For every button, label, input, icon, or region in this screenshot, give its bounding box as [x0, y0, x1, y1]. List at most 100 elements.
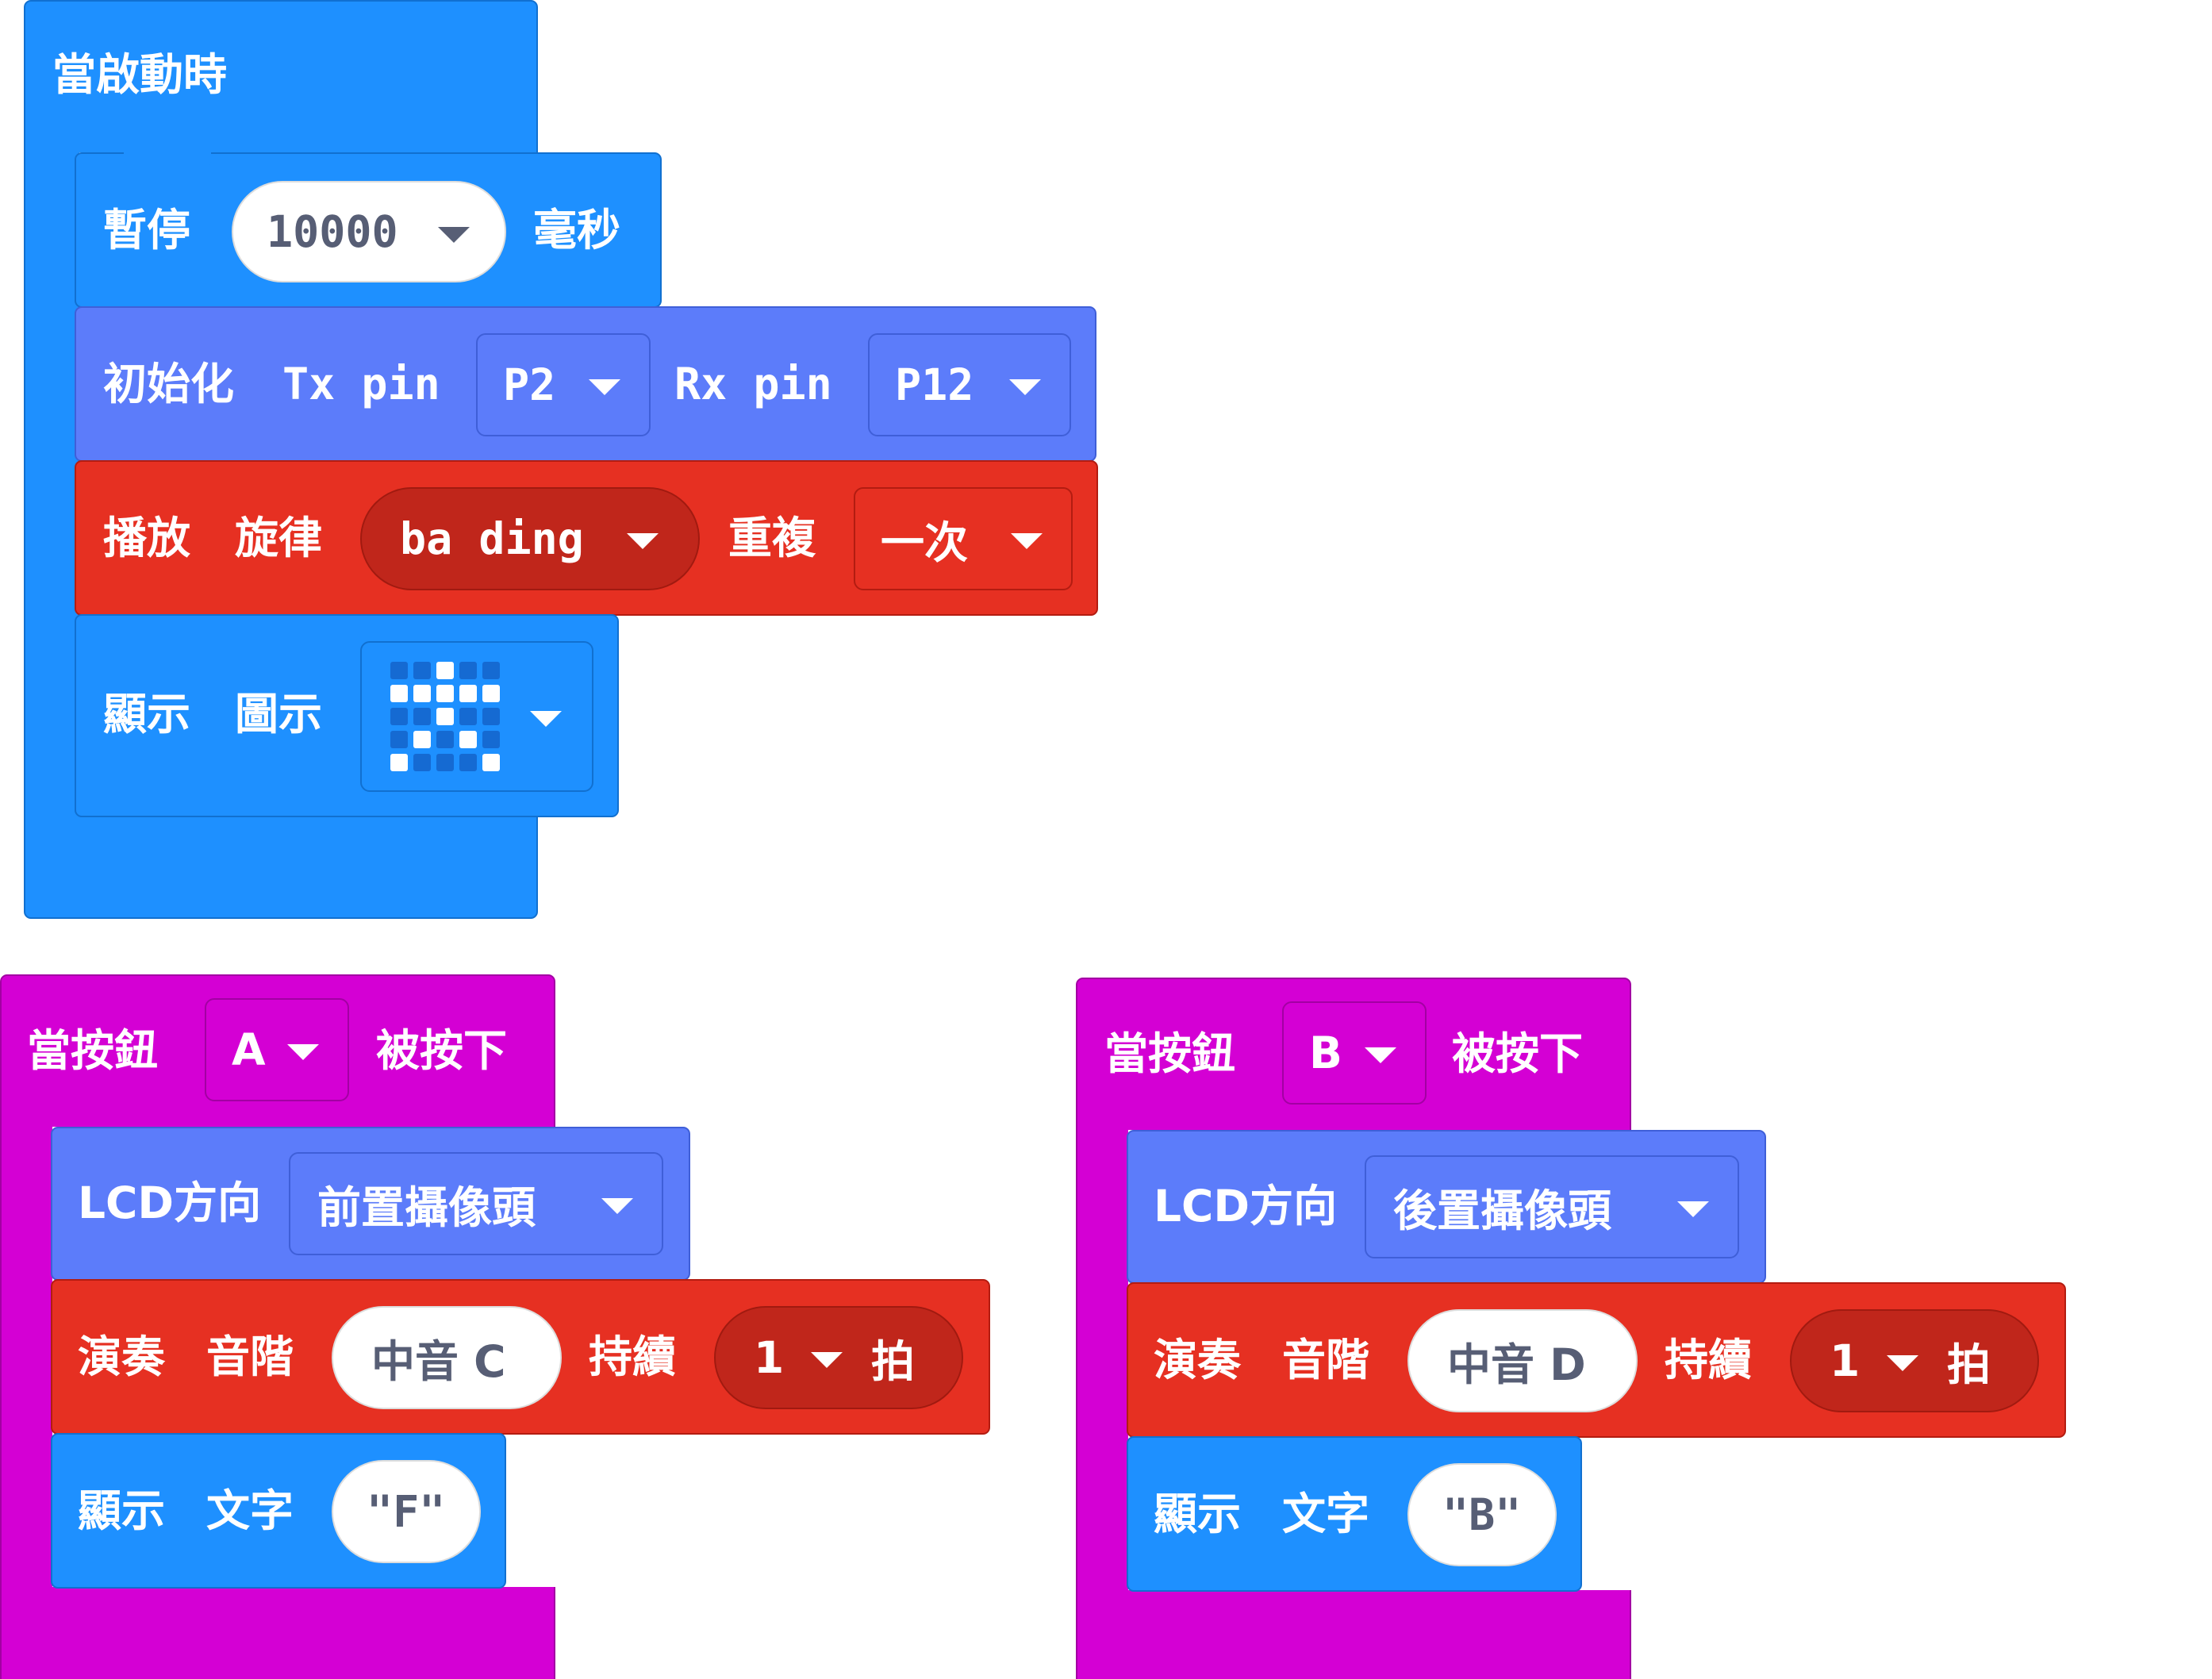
beats-value-a: 1 [754, 1332, 785, 1383]
lcd-direction-value-a: 前置攝像頭 [317, 1182, 536, 1233]
beats-value-b: 1 [1830, 1335, 1861, 1386]
string-label-a: 文字 [206, 1485, 294, 1536]
show-string-label-b: 顯示 [1154, 1489, 1242, 1539]
chevron-down-icon [1677, 1201, 1709, 1217]
led-cell [413, 662, 431, 679]
text-value-a: "F" [367, 1486, 446, 1537]
beats-field-b[interactable]: 1 拍 [1790, 1309, 2039, 1412]
chevron-down-icon [811, 1352, 843, 1368]
chevron-down-icon [438, 227, 470, 243]
tx-pin-value: P2 [503, 359, 556, 410]
tx-pin-dropdown[interactable]: P2 [476, 333, 651, 436]
hold-label-b: 持續 [1665, 1335, 1753, 1385]
play-tone-label-b: 演奏 [1154, 1335, 1242, 1385]
beats-field-a[interactable]: 1 拍 [714, 1306, 963, 1409]
led-cell [482, 754, 500, 771]
chevron-down-icon [601, 1198, 633, 1214]
chevron-down-icon [589, 379, 620, 395]
play-label: 播放 [103, 513, 191, 563]
led-cell [390, 754, 408, 771]
pause-duration-value: 10000 [267, 206, 398, 257]
icon-label: 圖示 [235, 689, 323, 740]
scale-label-b: 音階 [1282, 1335, 1370, 1385]
on-start-spine [25, 152, 79, 814]
led-cell [482, 708, 500, 725]
repeat-value: 一次 [881, 517, 969, 568]
note-field-a[interactable]: 中音 C [332, 1306, 562, 1409]
rx-pin-label: Rx pin [674, 359, 832, 409]
string-label-b: 文字 [1282, 1489, 1370, 1539]
led-cell [413, 708, 431, 725]
led-cell [436, 662, 454, 679]
melody-value: ba ding [400, 513, 584, 564]
repeat-label: 重複 [728, 513, 816, 563]
play-tone-label-a: 演奏 [78, 1331, 166, 1382]
button-b-select-dropdown[interactable]: B [1282, 1001, 1427, 1105]
button-a-select-dropdown[interactable]: A [205, 998, 349, 1101]
button-b-header-prefix: 當按鈕 [1104, 1028, 1236, 1079]
led-cell [459, 708, 477, 725]
rx-pin-dropdown[interactable]: P12 [868, 333, 1071, 436]
text-value-b: "B" [1442, 1489, 1522, 1540]
lcd-direction-value-b: 後置攝像頭 [1393, 1185, 1612, 1236]
scale-label-a: 音階 [206, 1331, 294, 1382]
led-cell [482, 662, 500, 679]
led-cell [390, 708, 408, 725]
note-value-a: 中音 C [371, 1336, 506, 1387]
led-cell [459, 754, 477, 771]
lcd-direction-dropdown-a[interactable]: 前置攝像頭 [289, 1152, 663, 1255]
chevron-down-icon [1887, 1355, 1918, 1371]
beat-unit-b: 拍 [1947, 1339, 1991, 1390]
text-field-a[interactable]: "F" [332, 1460, 481, 1563]
melody-label: 旋律 [235, 513, 323, 563]
led-cell [436, 731, 454, 748]
led-cell [459, 662, 477, 679]
button-b-select-value: B [1309, 1028, 1342, 1078]
led-cell [413, 731, 431, 748]
rx-pin-value: P12 [895, 359, 974, 410]
show-string-label-a: 顯示 [78, 1485, 166, 1536]
led-cell [390, 731, 408, 748]
pause-unit: 毫秒 [533, 205, 621, 256]
led-cell [459, 685, 477, 702]
chevron-down-icon [1365, 1047, 1396, 1063]
button-a-header-suffix: 被按下 [376, 1025, 508, 1076]
icon-picker-dropdown[interactable] [360, 641, 593, 792]
note-field-b[interactable]: 中音 D [1407, 1309, 1638, 1412]
button-b-header-suffix: 被按下 [1452, 1028, 1584, 1079]
led-cell [390, 662, 408, 679]
pause-duration-dropdown[interactable]: 10000 [232, 181, 506, 282]
button-a-header-prefix: 當按鈕 [27, 1025, 159, 1076]
lcd-direction-label-a: LCD方向 [78, 1178, 262, 1228]
note-value-b: 中音 D [1447, 1339, 1586, 1390]
led-cell [436, 708, 454, 725]
serial-init-label: 初始化 [103, 359, 235, 409]
lcd-direction-dropdown-b[interactable]: 後置攝像頭 [1365, 1155, 1739, 1258]
chevron-down-icon [1011, 533, 1043, 549]
led-cell [436, 685, 454, 702]
melody-dropdown[interactable]: ba ding [360, 487, 700, 590]
hold-label-a: 持續 [589, 1331, 677, 1382]
text-field-b[interactable]: "B" [1407, 1463, 1557, 1566]
repeat-dropdown[interactable]: 一次 [854, 487, 1073, 590]
show-label: 顯示 [103, 689, 191, 740]
chevron-down-icon [1009, 379, 1041, 395]
pause-label: 暫停 [103, 205, 191, 256]
led-cell [436, 754, 454, 771]
button-a-select-value: A [232, 1024, 266, 1075]
led-cell [459, 731, 477, 748]
led-icon-grid [390, 662, 501, 773]
chevron-down-icon [627, 533, 659, 549]
led-cell [482, 685, 500, 702]
chevron-down-icon [530, 711, 562, 727]
led-cell [413, 754, 431, 771]
tx-pin-label: Tx pin [282, 359, 440, 409]
led-cell [413, 685, 431, 702]
chevron-down-icon [287, 1044, 319, 1060]
led-cell [390, 685, 408, 702]
on-start-title: 當啟動時 [52, 49, 228, 100]
lcd-direction-label-b: LCD方向 [1154, 1181, 1338, 1231]
led-cell [482, 731, 500, 748]
beat-unit-a: 拍 [871, 1336, 916, 1387]
